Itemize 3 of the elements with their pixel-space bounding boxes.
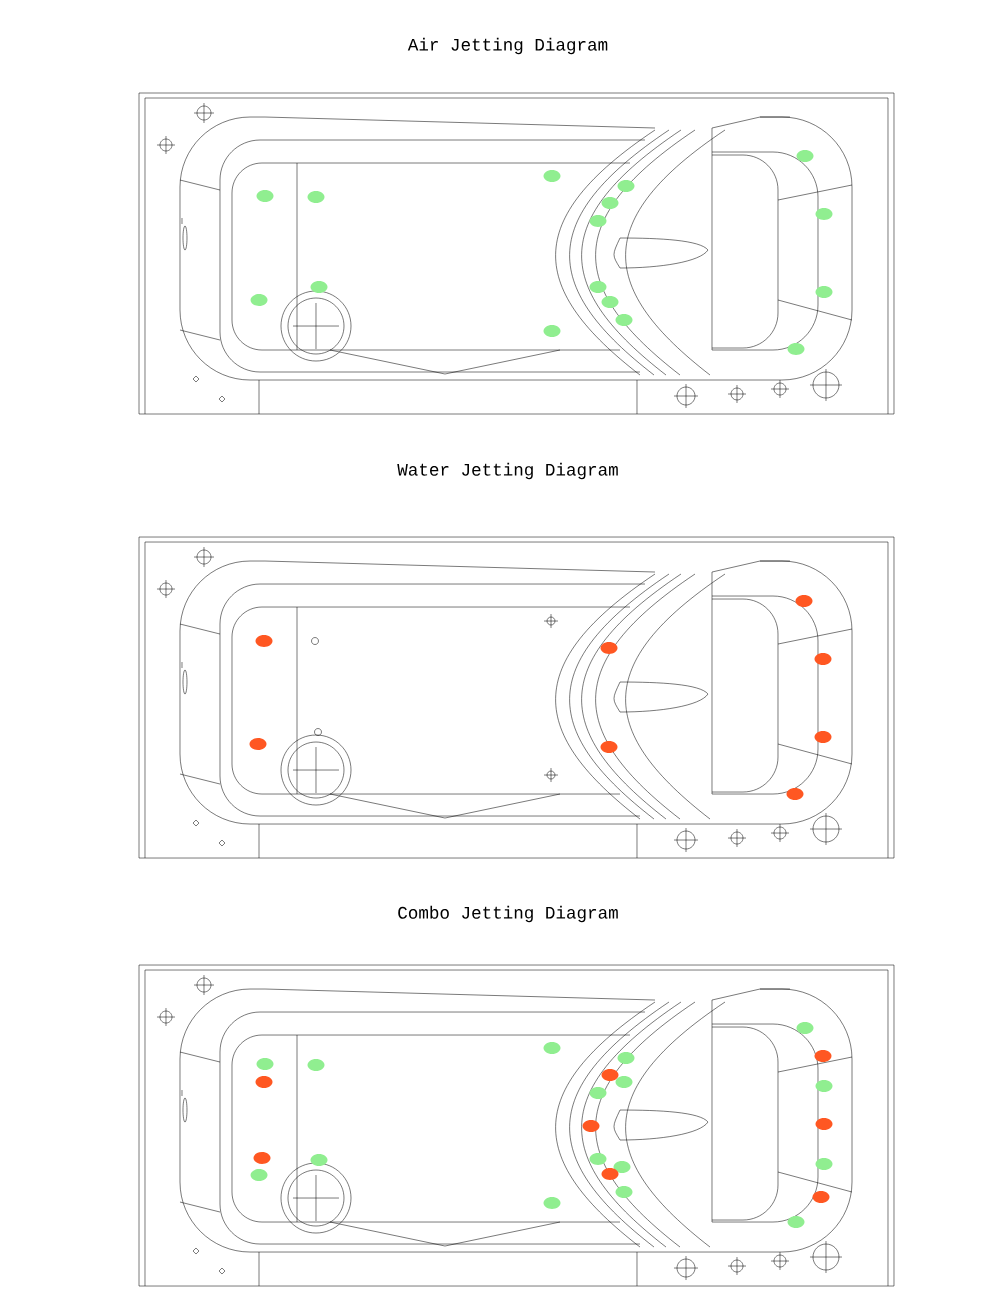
heading: Combo Jetting Diagram: [398, 905, 618, 923]
heading: Water Jetting Diagram: [397, 462, 618, 480]
heading: Air Jetting Diagram: [407, 37, 608, 55]
